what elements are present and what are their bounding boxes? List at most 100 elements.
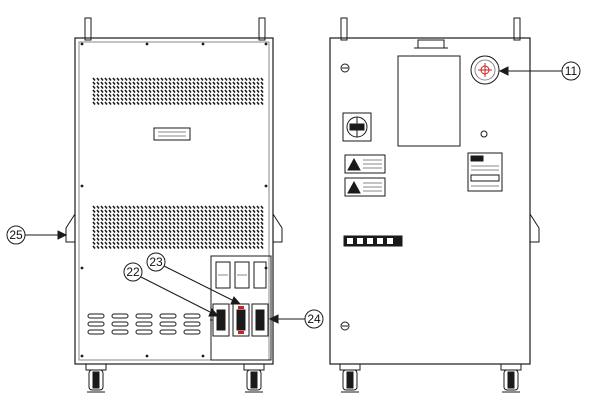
louvre-slat — [200, 97, 204, 101]
louvre-slat — [152, 97, 156, 101]
louvre-slat — [100, 245, 104, 249]
louvre-slat — [96, 217, 100, 221]
louvre-slat — [232, 229, 236, 233]
louvre-slat — [216, 89, 220, 93]
louvre-slat — [136, 93, 140, 97]
lower-louvre-grille — [92, 205, 264, 249]
louvre-slat — [168, 213, 172, 217]
louvre-slat — [236, 205, 240, 209]
louvre-slat — [164, 229, 168, 233]
louvre-slat — [176, 97, 180, 101]
louvre-slat — [168, 245, 172, 249]
louvre-slat — [176, 229, 180, 233]
louvre-slat — [92, 89, 96, 93]
louvre-slat — [140, 233, 144, 237]
louvre-slat — [172, 93, 176, 97]
louvre-slat — [248, 221, 252, 225]
louvre-slat — [240, 245, 244, 249]
louvre-slat — [108, 241, 112, 245]
castor-mount — [243, 363, 265, 371]
louvre-slat — [160, 85, 164, 89]
louvre-slat — [100, 89, 104, 93]
louvre-slat — [132, 221, 136, 225]
louvre-slat — [200, 245, 204, 249]
louvre-slat — [224, 213, 228, 217]
louvre-slat — [152, 205, 156, 209]
right-cab-right-post — [513, 17, 521, 41]
louvre-slat — [120, 217, 124, 221]
louvre-slat — [156, 233, 160, 237]
louvre-slat — [180, 237, 184, 241]
castor-wheel — [503, 369, 519, 391]
louvre-slat — [140, 101, 144, 105]
louvre-slat — [136, 89, 140, 93]
right-lifting-post — [258, 17, 266, 41]
louvre-slat — [112, 229, 116, 233]
louvre-slat — [140, 93, 144, 97]
louvre-slat — [176, 81, 180, 85]
slot-vent — [159, 321, 177, 327]
louvre-slat — [212, 81, 216, 85]
louvre-slat — [196, 237, 200, 241]
louvre-slat — [124, 241, 128, 245]
louvre-slat — [192, 237, 196, 241]
louvre-slat — [248, 205, 252, 209]
louvre-slat — [92, 85, 96, 89]
louvre-slat — [196, 217, 200, 221]
callout-11: 11 — [498, 61, 581, 81]
louvre-slat — [108, 77, 112, 81]
louvre-slat — [236, 225, 240, 229]
louvre-slat — [124, 93, 128, 97]
louvre-slat — [216, 241, 220, 245]
callout-22: 22 — [123, 262, 220, 317]
louvre-slat — [112, 241, 116, 245]
louvre-slat — [116, 229, 120, 233]
louvre-slat — [252, 81, 256, 85]
louvre-slat — [252, 217, 256, 221]
louvre-slat — [172, 77, 176, 81]
louvre-slat — [92, 245, 96, 249]
louvre-slat — [112, 245, 116, 249]
louvre-slat — [148, 89, 152, 93]
slot-vent — [111, 313, 129, 319]
louvre-slat — [228, 245, 232, 249]
louvre-slat — [248, 245, 252, 249]
louvre-slat — [236, 77, 240, 81]
slot-vent — [159, 329, 177, 335]
louvre-slat — [100, 81, 104, 85]
louvre-slat — [160, 225, 164, 229]
louvre-slat — [248, 225, 252, 229]
louvre-slat — [156, 101, 160, 105]
louvre-slat — [212, 213, 216, 217]
louvre-slat — [204, 245, 208, 249]
louvre-slat — [188, 229, 192, 233]
louvre-slat — [224, 245, 228, 249]
louvre-slat — [96, 241, 100, 245]
louvre-slat — [100, 209, 104, 213]
louvre-slat — [168, 229, 172, 233]
louvre-slat — [188, 93, 192, 97]
louvre-slat — [196, 89, 200, 93]
rating-label-plate — [153, 127, 191, 141]
castor-tread — [346, 371, 354, 389]
louvre-slat — [224, 225, 228, 229]
louvre-slat — [208, 101, 212, 105]
louvre-slat — [120, 81, 124, 85]
louvre-slat — [256, 85, 260, 89]
louvre-slat — [244, 81, 248, 85]
louvre-slat — [196, 81, 200, 85]
castor-wheel — [342, 369, 358, 391]
louvre-slat — [156, 225, 160, 229]
louvre-slat — [228, 85, 232, 89]
louvre-slat — [124, 245, 128, 249]
louvre-slat — [184, 77, 188, 81]
louvre-slat — [160, 97, 164, 101]
terminal-strip — [343, 235, 403, 247]
louvre-slat — [228, 209, 232, 213]
louvre-slat — [220, 237, 224, 241]
louvre-slat — [188, 241, 192, 245]
louvre-slat — [248, 229, 252, 233]
louvre-slat — [120, 97, 124, 101]
louvre-slat — [240, 85, 244, 89]
louvre-slat — [252, 209, 256, 213]
